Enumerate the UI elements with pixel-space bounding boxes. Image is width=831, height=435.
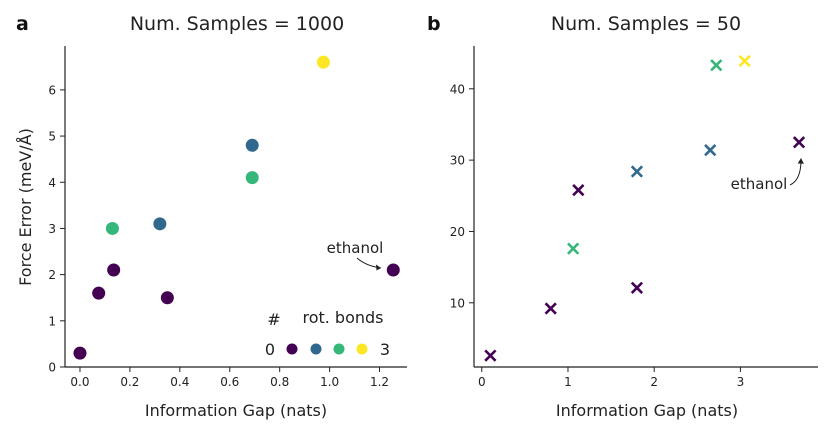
data-point bbox=[92, 286, 106, 300]
legend-swatch-0 bbox=[286, 343, 298, 355]
b-y-tick-label: 30 bbox=[450, 154, 465, 168]
data-point bbox=[316, 55, 330, 69]
data-point bbox=[73, 346, 87, 360]
data-point bbox=[630, 165, 644, 178]
data-point bbox=[484, 349, 497, 362]
b-x-tick-label: 3 bbox=[737, 375, 745, 389]
panel-a-ticks: 0.0 0.2 0.4 0.6 0.8 1.0 1.2 0 1 2 3 4 5 6 bbox=[48, 83, 389, 389]
panel-b-title: Num. Samples = 50 bbox=[551, 13, 741, 35]
data-point bbox=[710, 59, 723, 72]
b-y-tick-label: 20 bbox=[450, 225, 465, 239]
data-point bbox=[630, 281, 644, 294]
legend-hash: # bbox=[267, 310, 280, 329]
data-point bbox=[245, 171, 259, 185]
data-point bbox=[386, 263, 400, 277]
legend-min-label: 0 bbox=[265, 340, 275, 359]
a-x-tick-label: 1.2 bbox=[370, 375, 389, 389]
data-point bbox=[792, 136, 806, 149]
a-x-tick-label: 0.0 bbox=[70, 375, 89, 389]
x-marker-stroke bbox=[572, 183, 585, 197]
b-y-tick-label: 10 bbox=[450, 296, 465, 310]
panel-a-annotation: ethanol bbox=[327, 239, 384, 271]
data-point bbox=[105, 221, 119, 235]
x-marker-stroke bbox=[738, 54, 751, 68]
a-x-tick-label: 0.4 bbox=[170, 375, 189, 389]
panel-b-letter: b bbox=[427, 13, 441, 35]
a-y-tick-label: 4 bbox=[48, 176, 56, 190]
a-y-tick-label: 0 bbox=[48, 361, 56, 375]
panel-b-x-label: Information Gap (nats) bbox=[556, 401, 738, 420]
panel-a-annotation-arrowhead bbox=[376, 264, 381, 271]
a-y-tick-label: 1 bbox=[48, 314, 56, 328]
data-point bbox=[160, 291, 174, 305]
legend-swatch-2 bbox=[333, 343, 345, 355]
x-marker-stroke bbox=[710, 59, 723, 72]
panel-a-y-label: Force Error (meV/Å) bbox=[16, 128, 35, 286]
b-x-tick-label: 1 bbox=[564, 375, 572, 389]
a-y-tick-label: 3 bbox=[48, 222, 56, 236]
b-y-tick-label: 40 bbox=[450, 82, 465, 96]
x-marker-stroke bbox=[704, 144, 717, 157]
a-x-tick-label: 1.0 bbox=[320, 375, 339, 389]
panel-a-ethanol-label: ethanol bbox=[327, 239, 384, 257]
panel-a-marks bbox=[73, 55, 400, 360]
x-marker-stroke bbox=[630, 165, 644, 178]
panel-b-annotation-arrowhead bbox=[797, 158, 804, 164]
panel-b: b Num. Samples = 50 0 1 2 3 10 20 30 40 Informa… bbox=[427, 13, 818, 420]
x-marker-stroke bbox=[544, 302, 557, 315]
b-x-tick-label: 2 bbox=[650, 375, 658, 389]
x-marker-stroke bbox=[630, 281, 644, 294]
data-point bbox=[704, 144, 717, 157]
data-point bbox=[153, 217, 167, 231]
panel-b-annotation-arrow bbox=[789, 159, 802, 186]
panel-b-marks bbox=[484, 54, 806, 362]
data-point bbox=[572, 183, 585, 197]
legend-title: rot. bonds bbox=[302, 308, 383, 327]
panel-a-x-label: Information Gap (nats) bbox=[145, 401, 327, 420]
panel-b-annotation: ethanol bbox=[731, 158, 804, 193]
a-y-tick-label: 5 bbox=[48, 130, 56, 144]
a-x-tick-label: 0.8 bbox=[270, 375, 289, 389]
x-marker-stroke bbox=[484, 349, 497, 362]
panel-b-ethanol-label: ethanol bbox=[731, 175, 788, 193]
x-marker-stroke bbox=[567, 242, 580, 255]
data-point bbox=[567, 242, 580, 255]
panel-a: a Num. Samples = 1000 0.0 0.2 0.4 0.6 0.8 1.0… bbox=[16, 13, 407, 420]
b-x-tick-label: 0 bbox=[478, 375, 486, 389]
legend-max-label: 3 bbox=[380, 340, 390, 359]
a-y-tick-label: 6 bbox=[48, 83, 56, 97]
panel-a-legend: # rot. bonds 0 3 bbox=[265, 308, 390, 359]
data-point bbox=[738, 54, 751, 68]
panel-a-letter: a bbox=[16, 13, 29, 35]
legend-swatch-1 bbox=[310, 343, 322, 355]
a-y-tick-label: 2 bbox=[48, 268, 56, 282]
panel-a-title: Num. Samples = 1000 bbox=[130, 13, 344, 35]
data-point bbox=[544, 302, 557, 315]
a-x-tick-label: 0.6 bbox=[220, 375, 239, 389]
a-x-tick-label: 0.2 bbox=[120, 375, 139, 389]
x-marker-stroke bbox=[792, 136, 806, 149]
data-point bbox=[107, 263, 121, 277]
panel-b-ticks: 0 1 2 3 10 20 30 40 bbox=[450, 82, 745, 389]
legend-swatch-3 bbox=[356, 343, 368, 355]
data-point bbox=[245, 138, 259, 152]
